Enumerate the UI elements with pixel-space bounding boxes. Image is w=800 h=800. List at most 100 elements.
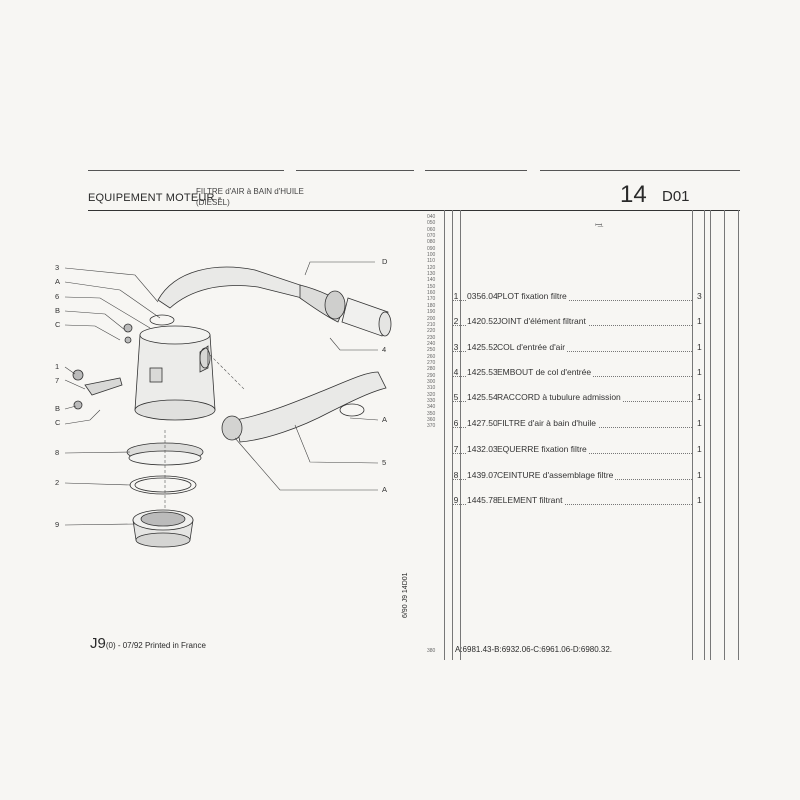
table-vline-7 — [724, 210, 725, 660]
scale-number: 090 — [427, 245, 436, 252]
embout-cap — [341, 297, 389, 337]
callout-label: B — [55, 306, 61, 315]
part-index: 4 — [453, 367, 459, 377]
scale-number: 180 — [427, 302, 436, 309]
part-description: EQUERRE fixation filtre — [497, 444, 589, 454]
embout-end — [324, 290, 346, 320]
scale-number: 370 — [427, 423, 436, 430]
part-description: CEINTURE d'assemblage filtre — [497, 470, 616, 480]
scale-number: 320 — [427, 391, 436, 398]
part-reference: 1425.54 — [467, 392, 500, 402]
scale-number: 260 — [427, 353, 436, 360]
table-vline-1 — [444, 210, 445, 660]
part-description: COL d'entrée d'air — [497, 342, 568, 352]
part-index: 5 — [453, 392, 459, 402]
part-description: PLOT fixation filtre — [497, 291, 569, 301]
scale-number: 250 — [427, 347, 436, 354]
callout-label: 6 — [55, 292, 60, 301]
scale-number: 190 — [427, 309, 436, 316]
scale-number: 170 — [427, 296, 436, 303]
scale-number: 350 — [427, 410, 436, 417]
leader-dots — [452, 300, 692, 301]
callout-label: 1 — [55, 362, 60, 371]
table-vline-3 — [460, 210, 461, 660]
scale-number: 270 — [427, 359, 436, 366]
scale-number: 100 — [427, 252, 436, 259]
model-code: J9(0) - 07/92 Printed in France — [90, 635, 206, 653]
raccord-pipe — [234, 371, 387, 443]
scale-number: 120 — [427, 264, 436, 271]
part-description: RACCORD à tubulure admission — [497, 392, 623, 402]
filter-body — [134, 334, 216, 411]
scale-number: 210 — [427, 321, 436, 328]
scale-number: 140 — [427, 277, 436, 284]
grease-symbol: ꟷ͟ — [595, 220, 603, 230]
part-index: 1 — [453, 291, 459, 301]
callout-label: A — [382, 415, 388, 424]
part-reference: 0356.04 — [467, 291, 500, 301]
footer-line-number: 380 — [427, 648, 436, 654]
bracket — [84, 377, 123, 396]
scale-number: 110 — [427, 258, 435, 265]
part-reference: 1432.03 — [467, 444, 500, 454]
scale-number: 330 — [427, 397, 436, 404]
part-reference: 1445.78 — [467, 495, 500, 505]
part-index: 6 — [453, 418, 459, 428]
part-quantity: 1 — [697, 316, 702, 326]
table-vline-6 — [710, 210, 711, 660]
top-rule-1 — [88, 170, 284, 171]
top-rule-3 — [425, 170, 527, 171]
part-index: 2 — [453, 316, 459, 326]
part-index: 3 — [453, 342, 459, 352]
table-vline-8 — [738, 210, 739, 660]
model-name: J9 — [90, 635, 106, 652]
header-rule — [88, 210, 740, 211]
top-rule-2 — [296, 170, 414, 171]
part-quantity: 1 — [697, 495, 702, 505]
group-number: 14 — [620, 181, 647, 208]
part-description: FILTRE d'air à bain d'huile — [497, 418, 598, 428]
part-reference: 1427.50 — [467, 418, 500, 428]
part-index: 9 — [453, 495, 459, 505]
part-index: 8 — [453, 470, 459, 480]
top-rule-4 — [540, 170, 740, 171]
scale-number: 160 — [427, 290, 436, 297]
callout-label: 8 — [55, 448, 60, 457]
table-vline-5 — [704, 210, 705, 660]
callout-label: A — [55, 277, 61, 286]
callout-label: 4 — [382, 345, 387, 354]
callout-label: C — [55, 418, 61, 427]
title-line-1: FILTRE d'AIR à BAIN d'HUILE — [196, 187, 304, 196]
part-description: ELEMENT filtrant — [497, 495, 565, 505]
scale-number: 070 — [427, 233, 436, 240]
part-description: EMBOUT de col d'entrée — [497, 367, 594, 377]
exploded-diagram — [64, 261, 392, 548]
part-reference: 1425.52 — [467, 342, 500, 352]
callout-label: C — [55, 320, 61, 329]
variant-codes: A:6981.43-B:6932.06-C:6961.06-D:6980.32. — [455, 645, 613, 654]
scale-number: 130 — [427, 271, 436, 278]
part-quantity: 1 — [697, 470, 702, 480]
group-code: D01 — [662, 188, 690, 205]
scale-number: 310 — [427, 385, 436, 392]
scale-number: 340 — [427, 404, 436, 411]
scale-number: 280 — [427, 366, 436, 373]
callout-label: 7 — [55, 376, 60, 385]
part-reference: 1420.52 — [467, 316, 500, 326]
leader-dots — [452, 504, 692, 505]
scale-number: 080 — [427, 239, 436, 246]
part-reference: 1439.07 — [467, 470, 500, 480]
part-quantity: 1 — [697, 367, 702, 377]
callout-label: 3 — [55, 263, 60, 272]
scale-number: 240 — [427, 340, 436, 347]
scale-number: 060 — [427, 226, 436, 233]
top-clamp — [149, 314, 175, 326]
callout-label: 2 — [55, 478, 60, 487]
part-quantity: 1 — [697, 342, 702, 352]
part-quantity: 3 — [697, 291, 702, 301]
model-suffix: (0) - 07/92 Printed in France — [105, 641, 206, 650]
callout-label: 5 — [382, 458, 387, 467]
scale-number: 050 — [427, 220, 436, 227]
scale-number: 230 — [427, 334, 436, 341]
